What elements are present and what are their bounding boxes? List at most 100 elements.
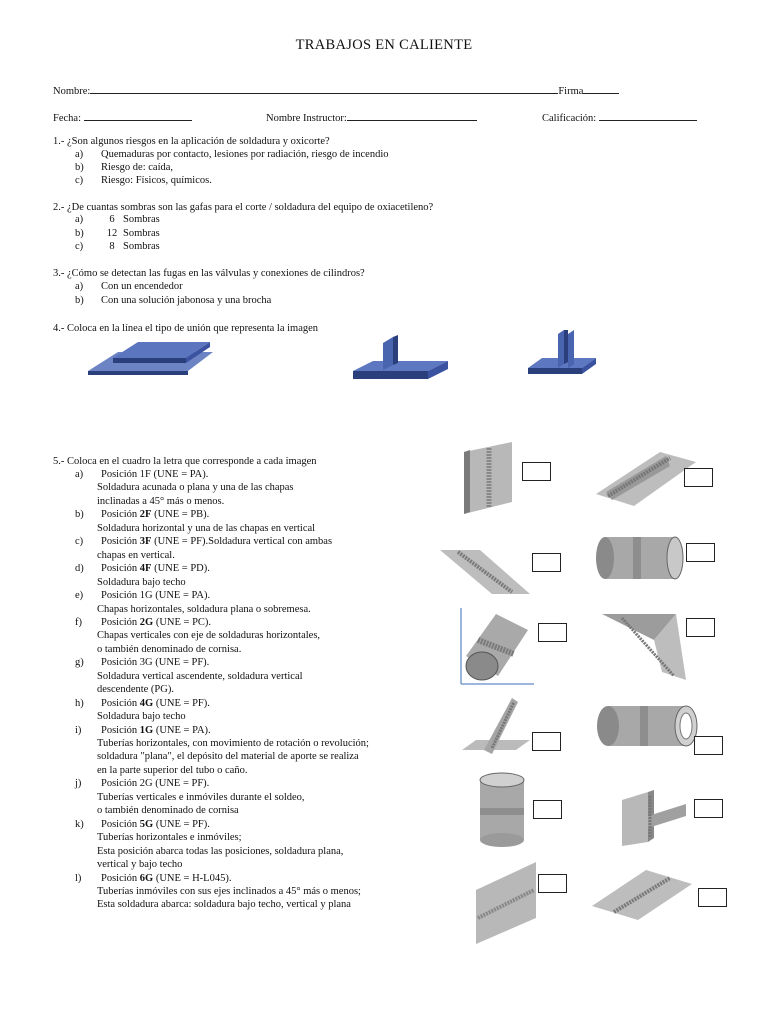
option-description: Chapas verticales con eje de soldaduras … [97, 630, 321, 641]
calificacion-field[interactable] [598, 110, 697, 121]
answer-box-10[interactable] [694, 799, 723, 818]
firma-field[interactable] [583, 83, 620, 94]
option-letter: e) [75, 590, 84, 601]
answer-box-8[interactable] [694, 736, 723, 755]
q5-option-e[interactable]: e) Posición 1G (UNE = PA). [75, 590, 210, 601]
option-position: Posición 3G (UNE = PF). [101, 657, 210, 668]
fecha-row: Fecha: [53, 110, 192, 124]
fecha-label: Fecha: [53, 113, 81, 124]
flat-butt-weld-image [592, 870, 692, 920]
option-position-standard: (UNE = PB). [151, 509, 210, 520]
option-description: Tuberías verticales e inmóviles durante … [97, 792, 305, 803]
q1-option-c[interactable]: c) Riesgo: Físicos, químicos. [75, 175, 212, 186]
option-position: Posición [101, 725, 140, 736]
q5-option-l[interactable]: l) Posición 6G (UNE = H-L045). [75, 873, 231, 884]
answer-box-7[interactable] [532, 732, 561, 751]
option-description: vertical y bajo techo [97, 859, 183, 870]
option-position-code: 6G [139, 873, 154, 884]
answer-box-1[interactable] [522, 462, 551, 481]
option-position: Posición [101, 873, 140, 884]
firma-label: Firma [558, 86, 584, 97]
option-description: soldadura "plana", el depósito del mater… [97, 751, 359, 762]
instructor-label: Nombre Instructor: [266, 113, 347, 124]
option-position-code: 2F [139, 509, 152, 520]
document-title: TRABAJOS EN CALIENTE [295, 37, 473, 53]
overhead-fillet-weld-image [602, 614, 686, 680]
option-letter: c) [75, 175, 84, 186]
option-position: Posición [101, 617, 140, 628]
answer-box-5[interactable] [538, 623, 567, 642]
nombre-row: Nombre:Firma [53, 83, 620, 97]
option-text: Quemaduras por contacto, lesiones por ra… [101, 149, 389, 160]
option-description: Soldadura vertical ascendente, soldadura… [97, 671, 303, 682]
question-1: 1.- ¿Son algunos riesgos en la aplicació… [53, 136, 330, 147]
q5-option-c[interactable]: c)Posición 3F (UNE = PF).Soldadura verti… [75, 536, 332, 547]
q5-option-b[interactable]: b) Posición 2F (UNE = PB). [75, 509, 209, 520]
option-position-standard: (UNE = PC). [153, 617, 212, 628]
instructor-field[interactable] [346, 110, 477, 121]
answer-box-12[interactable] [698, 888, 727, 907]
option-letter: b) [75, 509, 84, 520]
option-description: Tuberías horizontales e inmóviles; [97, 832, 242, 843]
q5-option-f[interactable]: f)Posición 2G (UNE = PC). [75, 617, 211, 628]
option-description: Esta soldadura abarca: soldadura bajo te… [97, 899, 351, 910]
q5-option-h[interactable]: h)Posición 4G (UNE = PF). [75, 698, 210, 709]
answer-box-9[interactable] [533, 800, 562, 819]
option-text: Con una solución jabonosa y una brocha [101, 295, 272, 306]
calificacion-row: Calificación: [542, 110, 697, 124]
option-letter: d) [75, 563, 84, 574]
q5-option-a[interactable]: a)Posición 1F (UNE = PA). [75, 469, 208, 480]
option-description: o también denominado de cornisa [97, 805, 239, 816]
instructor-row: Nombre Instructor: [266, 110, 477, 124]
option-position-standard: (UNE = PD). [151, 563, 210, 574]
option-letter: b) [75, 228, 84, 239]
option-text: Sombras [123, 228, 160, 239]
option-description: Soldadura bajo techo [97, 577, 186, 588]
answer-box-6[interactable] [686, 618, 715, 637]
question-4: 4.- Coloca en la línea el tipo de unión … [53, 323, 319, 334]
answer-box-4[interactable] [686, 543, 715, 562]
option-text: Sombras [123, 214, 160, 225]
q5-option-j[interactable]: j)Posición 2G (UNE = PF). [75, 778, 209, 789]
option-position-code: 4F [139, 563, 152, 574]
pipe-axis-weld-image [460, 608, 534, 685]
option-position: Posición [101, 509, 140, 520]
q5-option-g[interactable]: g)Posición 3G (UNE = PF). [75, 657, 209, 668]
option-letter: c) [75, 241, 84, 252]
option-letter: c) [75, 536, 84, 547]
option-position: Posición [101, 536, 140, 547]
q5-option-d[interactable]: d)Posición 4F (UNE = PD). [75, 563, 210, 574]
q5-option-i[interactable]: i)Posición 1G (UNE = PA). [75, 725, 211, 736]
q5-option-k[interactable]: k)Posición 5G (UNE = PF). [75, 819, 210, 830]
option-position-code: 1G [139, 725, 154, 736]
option-position-standard: (UNE = H-L045). [153, 873, 232, 884]
option-position: Posición [101, 698, 140, 709]
nombre-field[interactable] [90, 83, 559, 94]
option-position-standard: (UNE = PA). [153, 725, 211, 736]
option-description: Soldadura horizontal y una de las chapas… [97, 523, 316, 534]
answer-box-11[interactable] [538, 874, 567, 893]
option-text: Riesgo: Físicos, químicos. [101, 175, 212, 186]
q3-option-b[interactable]: b)Con una solución jabonosa y una brocha [75, 295, 271, 306]
option-position: Posición 1G (UNE = PA). [101, 590, 211, 601]
option-letter: b) [75, 162, 84, 173]
q3-option-a[interactable]: a)Con un encendedor [75, 281, 183, 292]
lap-joint-image [88, 342, 213, 375]
option-text: Con un encendedor [101, 281, 183, 292]
option-description: Tuberías inmóviles con sus ejes inclinad… [97, 886, 361, 897]
question-2: 2.- ¿De cuantas sombras son las gafas pa… [53, 202, 434, 213]
q1-option-a[interactable]: a)Quemaduras por contacto, lesiones por … [75, 149, 389, 160]
question-3: 3.- ¿Cómo se detectan las fugas en las v… [53, 268, 365, 279]
answer-box-2[interactable] [684, 468, 713, 487]
fecha-field[interactable] [83, 110, 192, 121]
option-letter: l) [75, 873, 82, 884]
option-position: Posición 2G (UNE = PF). [101, 778, 210, 789]
vertical-plate-weld-image [464, 442, 512, 514]
horizontal-pipe-weld-image [596, 536, 684, 580]
option-letter: k) [75, 819, 84, 830]
q1-option-b[interactable]: b)Riesgo de: caída, [75, 162, 173, 173]
answer-box-3[interactable] [532, 553, 561, 572]
